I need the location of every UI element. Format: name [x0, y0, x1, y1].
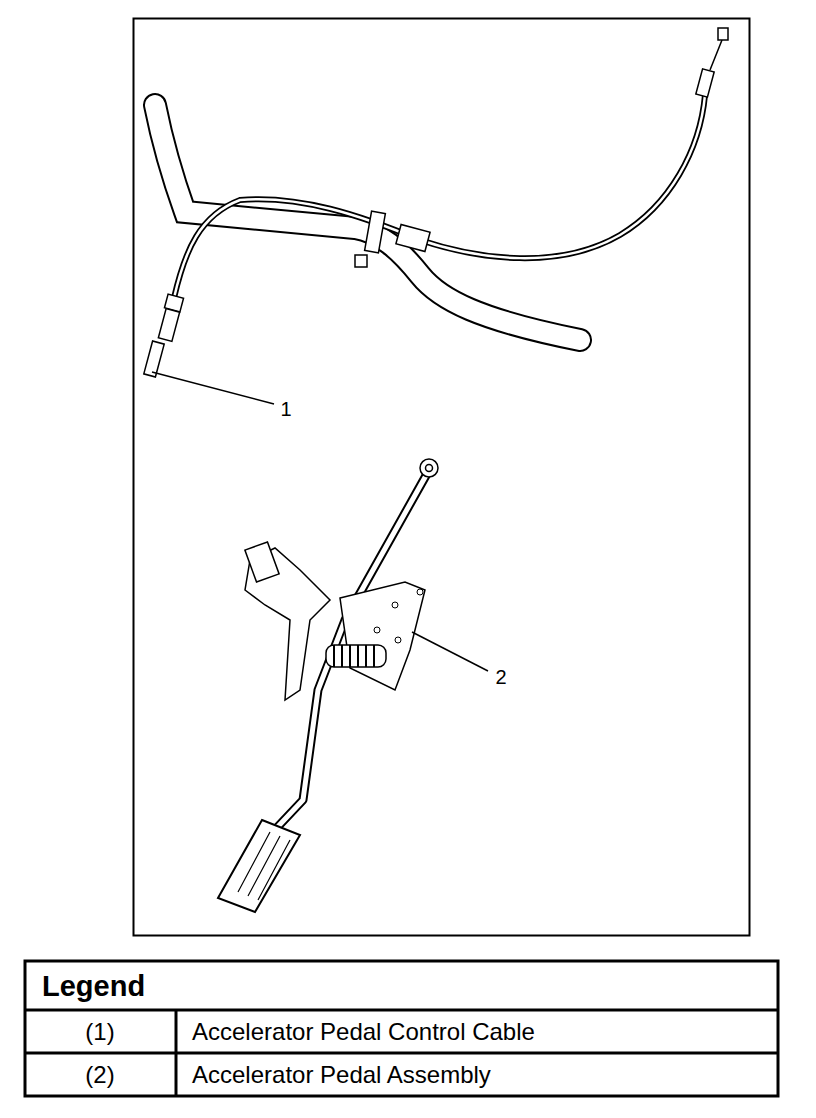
cable-fill	[174, 95, 705, 298]
table-cell: Accelerator Pedal Control Cable	[192, 1019, 535, 1045]
table-cell: (2)	[85, 1062, 114, 1088]
table-cell: (1)	[85, 1019, 114, 1045]
bracket-hole	[374, 627, 380, 633]
cable-outline	[174, 95, 705, 298]
pedal-ribs	[238, 832, 290, 900]
callout-number: 2	[495, 666, 506, 688]
leader-line	[152, 372, 274, 404]
cable-fitting	[696, 69, 714, 97]
arm-eye	[420, 459, 438, 477]
pedal-pad	[218, 820, 300, 912]
table-rule	[25, 1009, 778, 1012]
cable-end	[144, 341, 164, 377]
table-rule	[175, 1010, 178, 1096]
bracket-hole	[395, 637, 401, 643]
cable-end	[718, 28, 728, 40]
table-cell: Accelerator Pedal Assembly	[192, 1062, 491, 1088]
mounting-bracket	[340, 582, 425, 690]
callout-number: 1	[280, 398, 291, 420]
cable-clip	[365, 211, 386, 253]
cable-fitting	[158, 309, 179, 342]
figure-frame	[134, 19, 750, 936]
table-rule	[25, 1052, 778, 1055]
spring-coils	[334, 645, 374, 667]
bracket-hole	[392, 602, 398, 608]
return-spring	[326, 645, 386, 667]
cable-clip	[355, 255, 367, 267]
bracket-hole	[417, 589, 423, 595]
cable-core	[710, 40, 722, 70]
legend-heading: Legend	[42, 971, 145, 1003]
arm-eye-hole	[426, 465, 433, 472]
cable-clip	[396, 224, 430, 251]
sensor-connector	[245, 542, 279, 582]
legend-table	[25, 961, 778, 1096]
leader-line	[412, 632, 488, 671]
